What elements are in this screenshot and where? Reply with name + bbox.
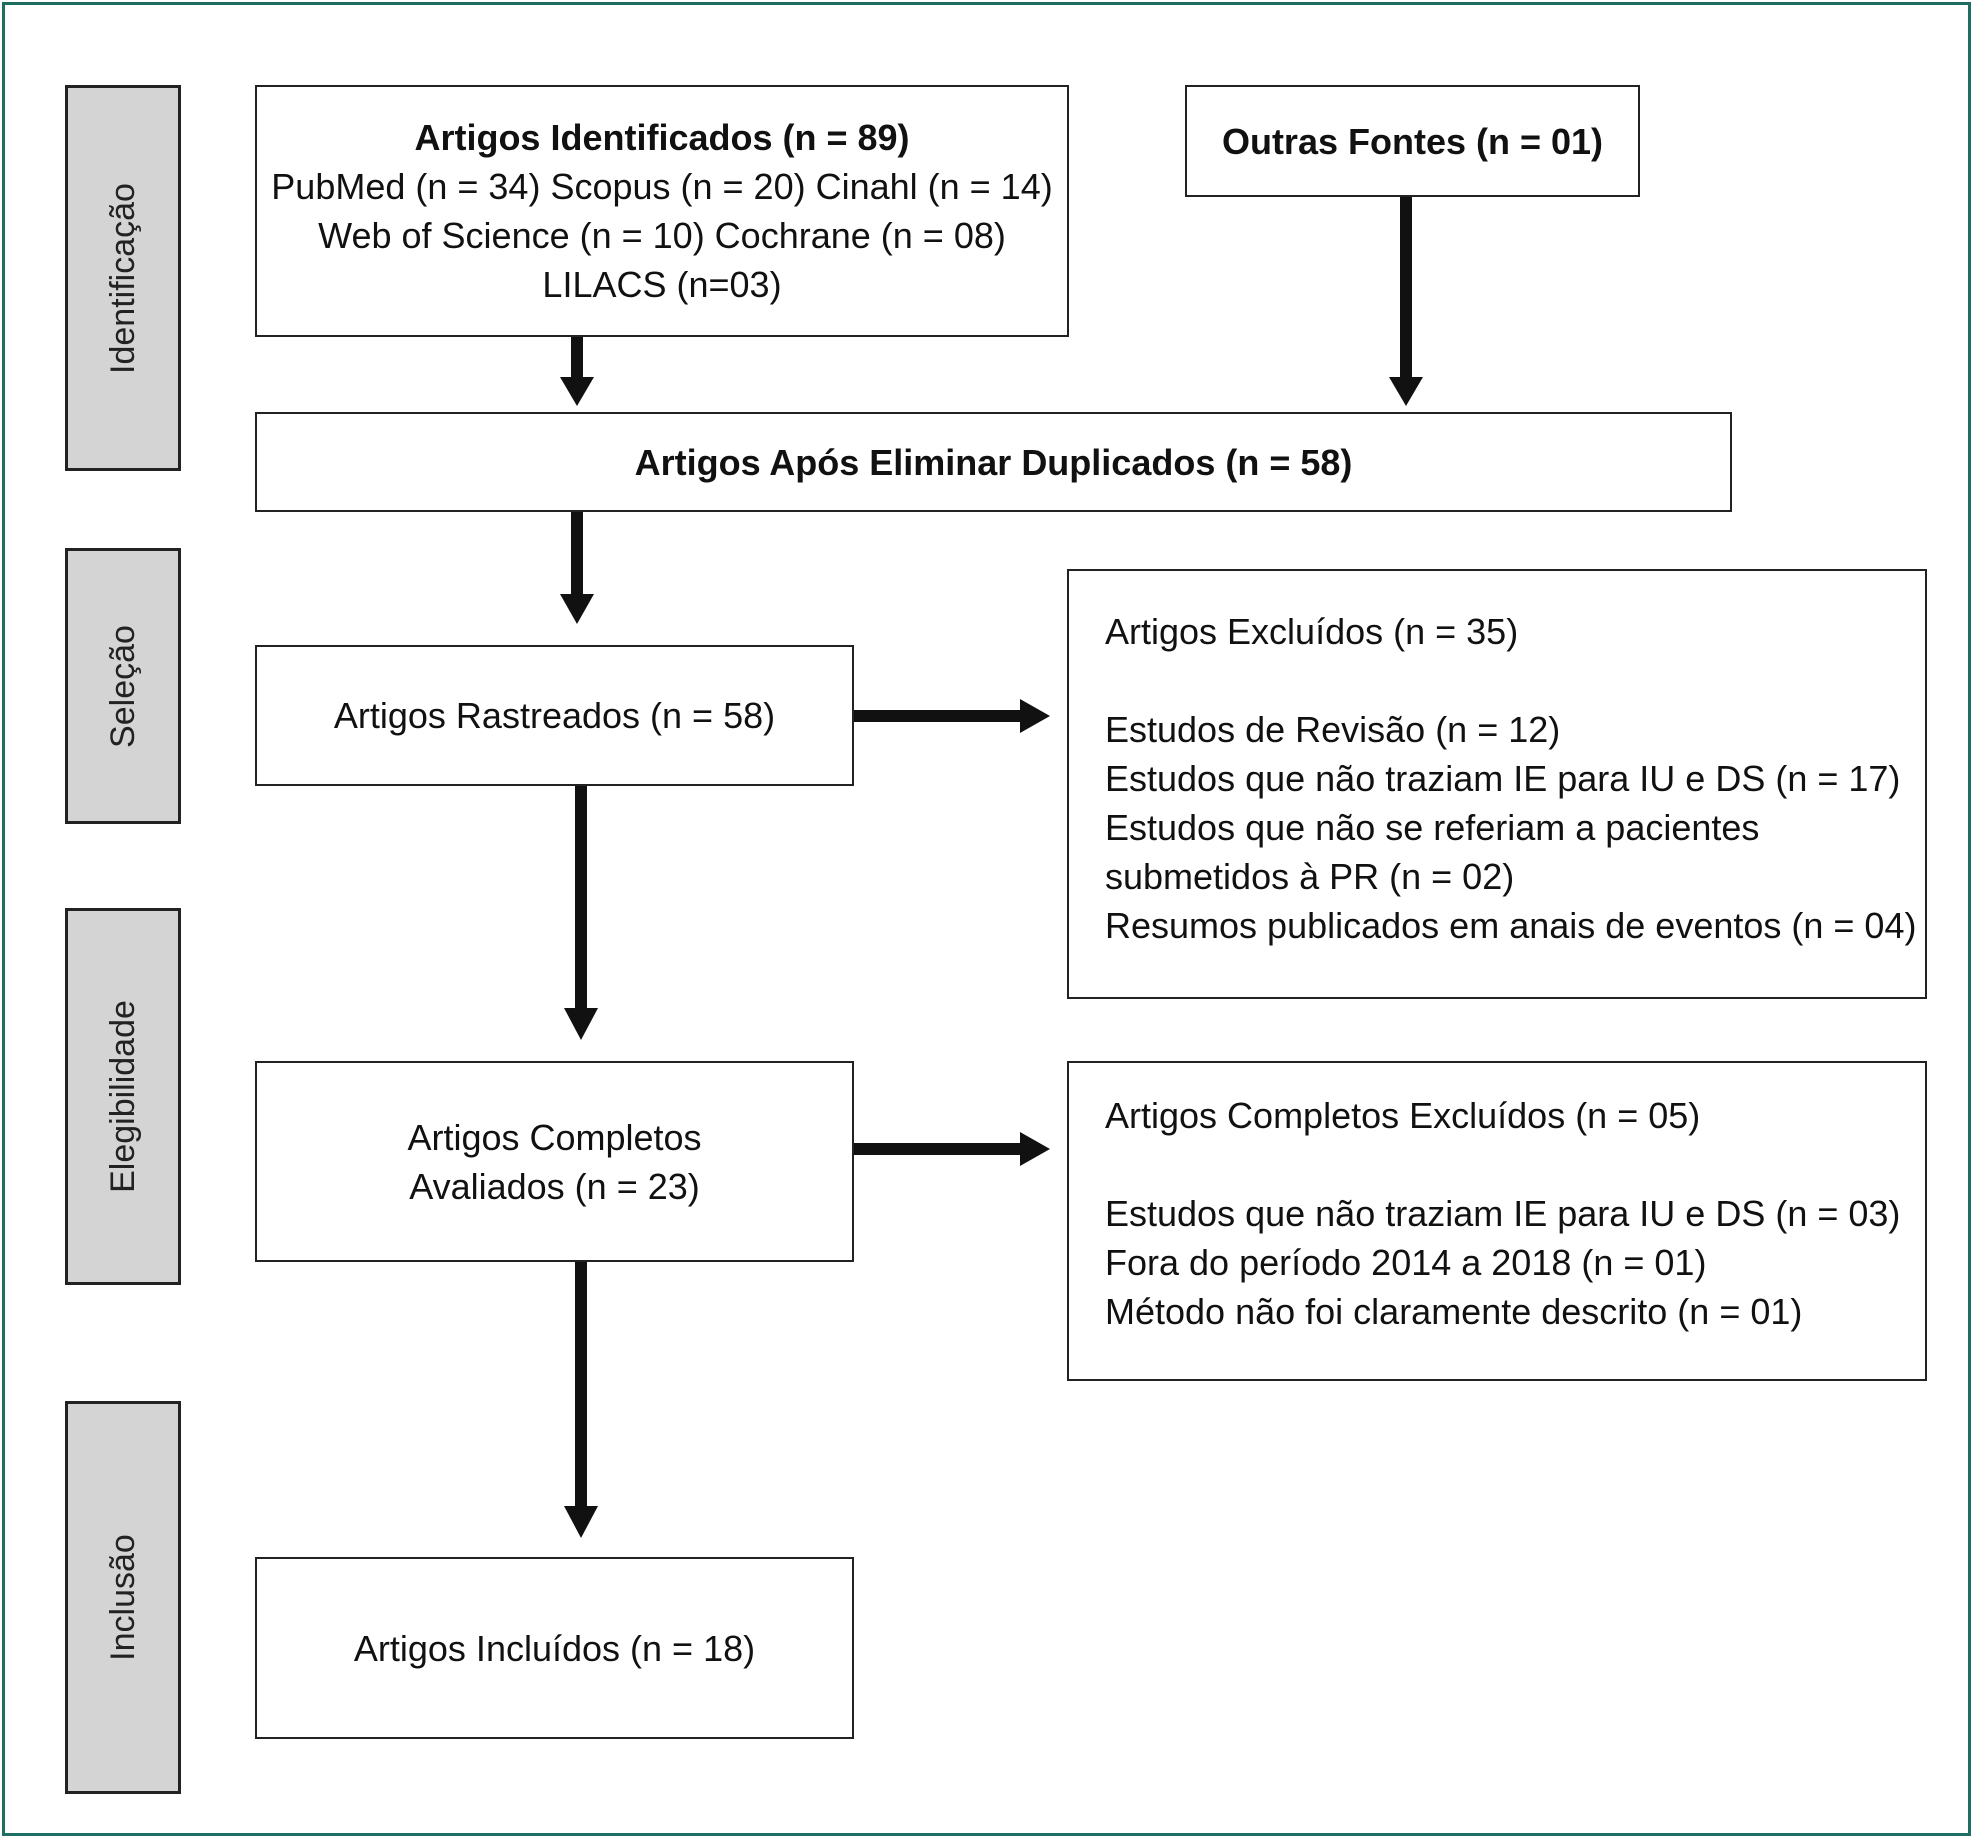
screened-text: Artigos Rastreados (n = 58)	[333, 695, 776, 736]
arrow-other-to-duplicates	[1389, 197, 1423, 406]
arrow-identified-to-duplicates	[560, 337, 594, 406]
stage-identificacao: Identificação	[65, 85, 181, 471]
excluded-item-3: Estudos que não se referiam a pacientes	[1105, 807, 1760, 848]
stage-inclusao: Inclusão	[65, 1401, 181, 1794]
after-duplicates-box: Artigos Após Eliminar Duplicados (n = 58…	[255, 412, 1732, 512]
full-excluded-title: Artigos Completos Excluídos (n = 05)	[1105, 1095, 1701, 1136]
after-duplicates-text: Artigos Após Eliminar Duplicados (n = 58…	[634, 441, 1353, 483]
full-text-box: Artigos Completos Avaliados (n = 23)	[255, 1061, 854, 1262]
screened-box: Artigos Rastreados (n = 58)	[255, 645, 854, 786]
identified-box: Artigos Identificados (n = 89) PubMed (n…	[255, 85, 1069, 337]
full-excluded-item-1: Estudos que não traziam IE para IU e DS …	[1105, 1193, 1901, 1234]
identified-line-1: PubMed (n = 34) Scopus (n = 20) Cinahl (…	[271, 166, 1053, 207]
other-sources-box: Outras Fontes (n = 01)	[1185, 85, 1640, 197]
excluded-item-4: submetidos à PR (n = 02)	[1105, 856, 1515, 897]
arrow-fulltext-to-included	[564, 1262, 598, 1538]
stage-elegibilidade: Elegibilidade	[65, 908, 181, 1285]
excluded-box: Artigos Excluídos (n = 35) Estudos de Re…	[1067, 569, 1927, 999]
identified-title: Artigos Identificados (n = 89)	[414, 117, 910, 158]
full-excluded-item-2: Fora do período 2014 a 2018 (n = 01)	[1105, 1242, 1707, 1283]
identified-line-2: Web of Science (n = 10) Cochrane (n = 08…	[318, 215, 1006, 256]
excluded-item-2: Estudos que não traziam IE para IU e DS …	[1105, 758, 1901, 799]
excluded-item-1: Estudos de Revisão (n = 12)	[1105, 709, 1561, 750]
identified-line-3: LILACS (n=03)	[542, 264, 782, 305]
included-text: Artigos Incluídos (n = 18)	[353, 1627, 756, 1669]
excluded-item-5: Resumos publicados em anais de eventos (…	[1105, 905, 1917, 946]
other-sources-text: Outras Fontes (n = 01)	[1221, 120, 1604, 162]
arrow-duplicates-to-screened	[560, 512, 594, 624]
excluded-title: Artigos Excluídos (n = 35)	[1105, 611, 1519, 652]
arrow-fulltext-to-excluded	[854, 1132, 1050, 1166]
stage-selecao: Seleção	[65, 548, 181, 824]
full-text-line-1: Artigos Completos	[407, 1116, 702, 1158]
full-excluded-item-3: Método não foi claramente descrito (n = …	[1105, 1291, 1803, 1332]
included-box: Artigos Incluídos (n = 18)	[255, 1557, 854, 1739]
arrow-screened-to-fulltext	[564, 786, 598, 1040]
full-text-line-2: Avaliados (n = 23)	[409, 1165, 700, 1207]
full-excluded-box: Artigos Completos Excluídos (n = 05) Est…	[1067, 1061, 1927, 1381]
arrow-screened-to-excluded	[854, 699, 1050, 733]
